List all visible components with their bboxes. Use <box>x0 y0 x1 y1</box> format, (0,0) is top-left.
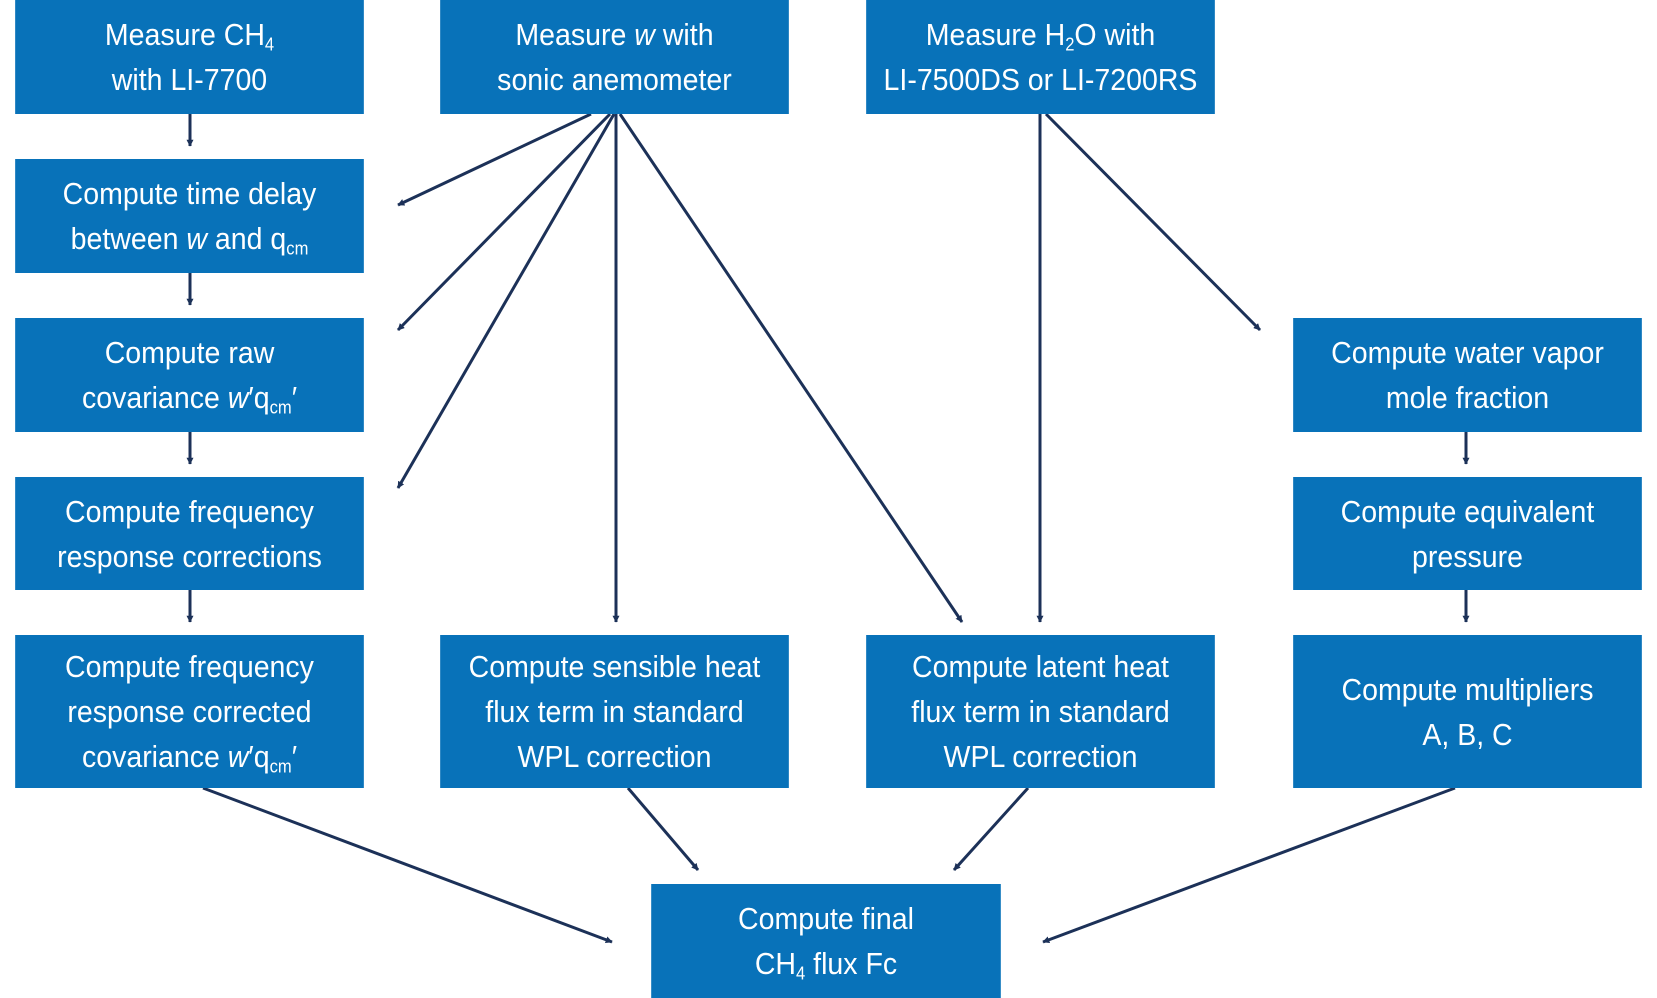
measure-w-line1: Measure w with <box>497 12 732 57</box>
measure-h2o-line2: LI-7500DS or LI-7200RS <box>883 62 1198 97</box>
measure-ch4-box: Measure CH4 with LI-7700 <box>15 0 364 114</box>
measure-w-line1-pre: Measure <box>515 17 635 52</box>
measure-w-box: Measure w with sonic anemometer <box>440 0 789 114</box>
measure-h2o-line1-pre: Measure H <box>925 17 1066 52</box>
cm-subscript: cm <box>269 397 292 418</box>
final-flux-line2: CH4 flux Fc <box>738 941 914 986</box>
final-flux-line2-post: flux Fc <box>805 946 898 981</box>
measure-h2o-box: Measure H2O with LI-7500DS or LI-7200RS <box>866 0 1215 114</box>
measure-ch4-line1: Measure CH4 <box>105 12 274 57</box>
w-variable: w <box>227 380 249 415</box>
ch4-subscript: 4 <box>796 963 806 984</box>
freq-resp-box: Compute frequency response corrections <box>15 477 364 590</box>
freq-corr-cov-line3-post: ′ <box>291 739 298 774</box>
measure-w-line1-post: with <box>654 17 714 52</box>
final-flux-box: Compute final CH4 flux Fc <box>651 884 1001 998</box>
w-variable: w <box>186 221 207 256</box>
latent-heat-line1: Compute latent heat <box>912 649 1169 684</box>
measure-ch4-line2: with LI-7700 <box>111 62 268 97</box>
sensible-heat-box: Compute sensible heat flux term in stand… <box>440 635 789 788</box>
arrow-sensible-heat-to-final <box>626 787 700 871</box>
arrow-w-to-freq-resp <box>396 113 616 489</box>
raw-cov-line1: Compute raw <box>104 335 275 370</box>
time-delay-line1: Compute time delay <box>62 176 317 211</box>
equiv-pressure-line2: pressure <box>1412 538 1523 574</box>
arrow-multipliers-to-final <box>1042 786 1456 944</box>
measure-ch4-line1-text: Measure CH <box>104 17 265 52</box>
multipliers-line1: Compute multipliers <box>1341 671 1594 707</box>
w-variable: w <box>634 17 655 52</box>
time-delay-line2-mid: and q <box>206 221 287 256</box>
final-flux-line1: Compute final <box>738 901 914 936</box>
time-delay-box: Compute time delay between w and qcm <box>15 159 364 273</box>
raw-cov-line2-pre: covariance <box>81 380 228 415</box>
latent-heat-line2: flux term in standard <box>911 694 1170 729</box>
sensible-heat-line1: Compute sensible heat <box>468 649 761 684</box>
arrow-freq-corr-cov-to-final <box>202 786 613 944</box>
freq-corr-cov-line2: response corrected <box>67 694 312 729</box>
freq-resp-line2: response corrections <box>57 538 322 574</box>
final-flux-line2-pre: CH <box>754 946 797 981</box>
time-delay-line2: between w and qcm <box>63 216 317 261</box>
w-variable: w <box>227 739 249 774</box>
arrow-w-to-time-delay <box>397 112 592 207</box>
freq-corr-cov-line1: Compute frequency <box>65 649 314 684</box>
sensible-heat-line3: WPL correction <box>517 739 712 774</box>
freq-corr-cov-box: Compute frequency response corrected cov… <box>15 635 364 788</box>
equiv-pressure-line1: Compute equivalent <box>1340 493 1595 529</box>
latent-heat-box: Compute latent heat flux term in standar… <box>866 635 1215 788</box>
arrow-h2o-to-water-vapor <box>1044 112 1262 332</box>
water-vapor-line2: mole fraction <box>1385 380 1550 415</box>
raw-cov-line2: covariance w′qcm′ <box>82 375 297 420</box>
water-vapor-line1: Compute water vapor <box>1331 335 1604 370</box>
raw-cov-line2-mid: ′q <box>248 380 270 415</box>
raw-cov-line2-post: ′ <box>291 380 298 415</box>
freq-corr-cov-line3-pre: covariance <box>81 739 228 774</box>
freq-corr-cov-line3: covariance w′qcm′ <box>65 734 314 779</box>
multipliers-line2: A, B, C <box>1422 716 1513 752</box>
equiv-pressure-box: Compute equivalent pressure <box>1293 477 1642 590</box>
ch4-subscript: 4 <box>264 34 275 55</box>
h2o-subscript: 2 <box>1065 34 1075 55</box>
cm-subscript: cm <box>286 238 309 259</box>
multipliers-box: Compute multipliers A, B, C <box>1293 635 1642 788</box>
arrow-latent-heat-to-final <box>952 786 1030 872</box>
sensible-heat-line2: flux term in standard <box>485 694 744 729</box>
measure-w-line2: sonic anemometer <box>497 62 732 97</box>
arrow-w-to-latent-heat <box>618 113 964 623</box>
raw-cov-box: Compute raw covariance w′qcm′ <box>15 318 364 432</box>
arrow-w-to-raw-cov <box>396 112 612 332</box>
water-vapor-box: Compute water vapor mole fraction <box>1293 318 1642 432</box>
latent-heat-line3: WPL correction <box>943 739 1138 774</box>
measure-h2o-line1: Measure H2O with <box>884 12 1198 57</box>
freq-resp-line1: Compute frequency <box>65 493 314 529</box>
cm-subscript: cm <box>269 756 292 777</box>
measure-h2o-line1-post: O with <box>1074 17 1156 52</box>
time-delay-line2-pre: between <box>70 221 187 256</box>
freq-corr-cov-line3-mid: ′q <box>248 739 270 774</box>
